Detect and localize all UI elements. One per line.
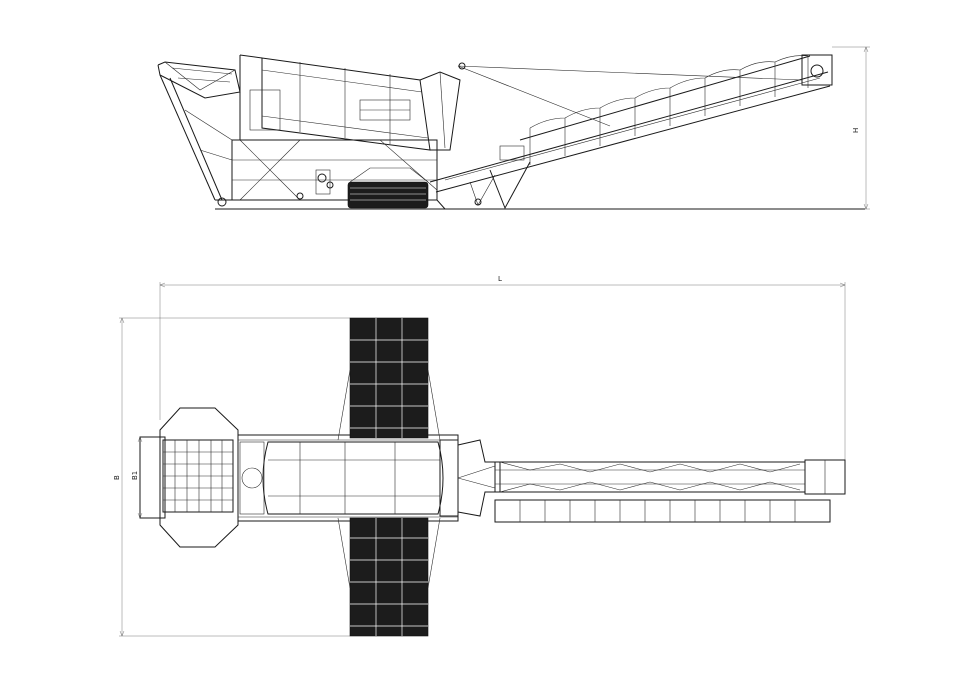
conveyor-plan (457, 439, 846, 523)
plan-view: L B B1 (113, 275, 846, 637)
length-label: L (498, 275, 502, 283)
inner-width-label: B1 (131, 471, 139, 480)
hopper-plan (139, 407, 239, 548)
discharge-conveyor (429, 54, 833, 210)
crawler-track-side (347, 167, 429, 209)
crawler-track-upper (337, 317, 441, 441)
feed-hopper (157, 61, 241, 201)
crawler-track-lower (337, 517, 441, 637)
side-elevation: H (157, 46, 870, 210)
body-plan (237, 434, 459, 522)
trommel-drum (239, 54, 461, 151)
width-dimension (119, 317, 350, 637)
length-dimension (159, 282, 846, 462)
height-label: H (852, 128, 860, 133)
height-dimension (832, 46, 870, 210)
width-label: B (113, 475, 121, 480)
